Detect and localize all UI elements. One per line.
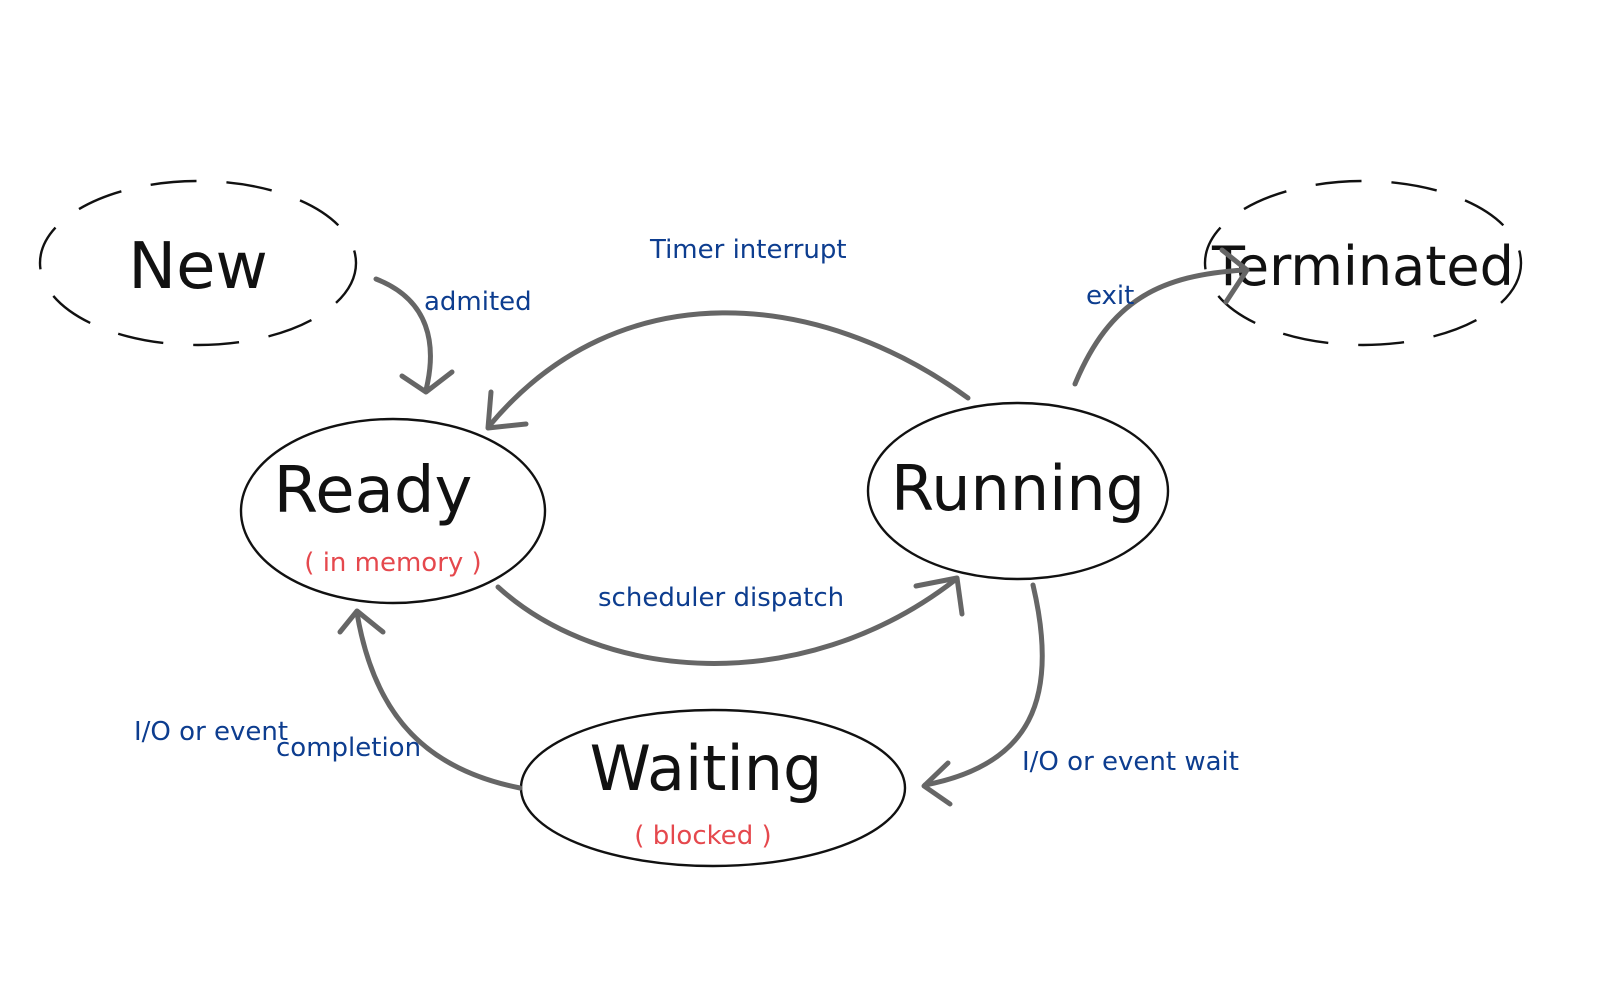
- edge-io-wait-label: I/O or event wait: [1022, 747, 1239, 777]
- edge-admitted-label: admited: [424, 287, 532, 317]
- edge-scheduler-dispatch: scheduler dispatch: [495, 575, 965, 666]
- edge-exit-label: exit: [1086, 281, 1134, 311]
- edge-timer-interrupt: Timer interrupt: [485, 235, 971, 431]
- edge-admitted-arrow: [373, 276, 433, 393]
- edge-exit-arrowhead: [1219, 247, 1250, 305]
- edge-exit: exit: [1072, 247, 1250, 387]
- state-terminated-ellipse: [1203, 179, 1523, 347]
- state-waiting: Waiting ( blocked ): [519, 708, 907, 868]
- edge-exit-arrow: [1072, 267, 1248, 387]
- state-new-label: New: [128, 230, 268, 304]
- state-terminated: Terminated: [1203, 179, 1523, 347]
- edge-io-completion: I/O or event completion: [134, 608, 523, 791]
- edge-io-wait: I/O or event wait: [921, 582, 1239, 807]
- state-ready-ellipse: [239, 417, 547, 605]
- state-new-ellipse: [38, 179, 358, 347]
- state-terminated-label: Terminated: [1211, 235, 1514, 298]
- edge-admitted-arrowhead: [399, 369, 455, 395]
- edge-admitted: admited: [373, 276, 532, 395]
- edge-timer-interrupt-arrow: [487, 310, 971, 428]
- edge-io-completion-arrow: [354, 610, 523, 791]
- edge-timer-interrupt-label: Timer interrupt: [649, 235, 847, 265]
- state-running-ellipse: [866, 401, 1170, 581]
- edge-io-wait-arrowhead: [921, 760, 953, 807]
- state-ready: Ready ( in memory ): [239, 417, 547, 605]
- edge-scheduler-dispatch-arrowhead: [913, 575, 965, 617]
- edge-scheduler-dispatch-label: scheduler dispatch: [598, 583, 844, 613]
- state-waiting-sub: ( blocked ): [634, 821, 771, 851]
- state-ready-label: Ready: [274, 454, 473, 528]
- state-waiting-label: Waiting: [590, 732, 823, 805]
- edge-io-wait-arrow: [922, 582, 1045, 788]
- edge-io-completion-label-line1: I/O or event: [134, 717, 288, 747]
- state-running-label: Running: [891, 452, 1145, 525]
- state-running: Running: [866, 401, 1170, 581]
- edge-io-completion-arrowhead: [337, 608, 386, 635]
- state-new: New: [38, 179, 358, 347]
- edge-timer-interrupt-arrowhead: [485, 389, 529, 431]
- state-ready-sub: ( in memory ): [304, 548, 481, 578]
- edge-scheduler-dispatch-arrow: [495, 577, 958, 666]
- edge-io-completion-label-line2: completion: [276, 733, 421, 763]
